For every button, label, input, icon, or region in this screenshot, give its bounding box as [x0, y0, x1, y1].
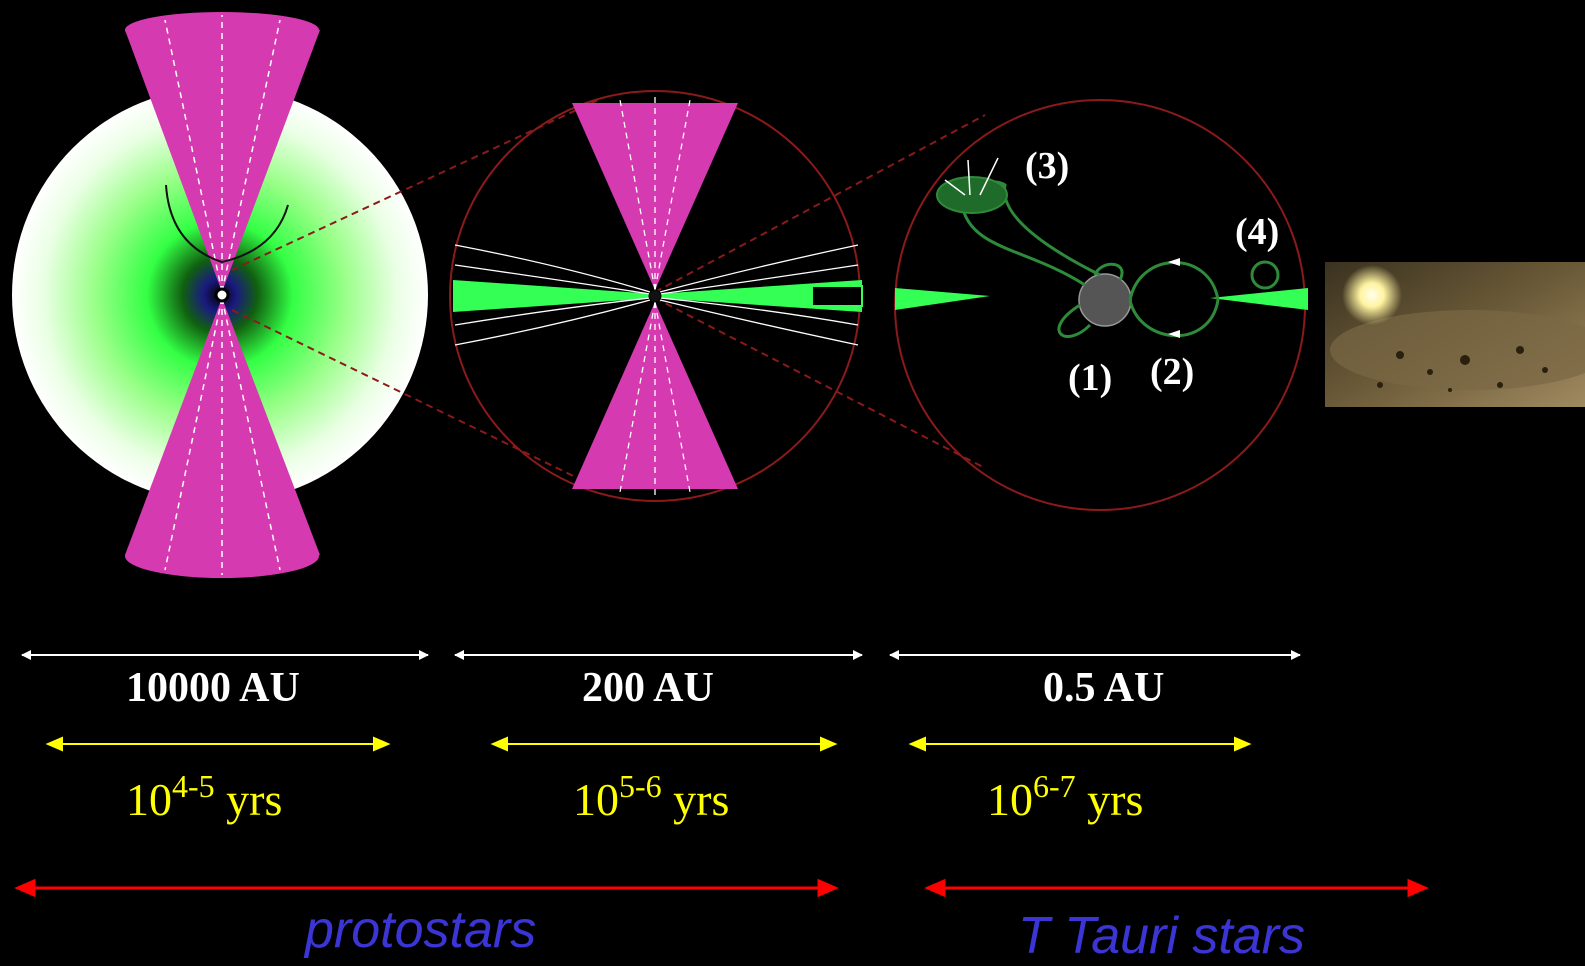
inner-disk-left: [895, 288, 990, 310]
protostar: [214, 287, 230, 303]
rotation-arrow: [165, 184, 289, 264]
star-core: [1078, 273, 1132, 327]
size-label-10000au: 10000 AU: [126, 665, 300, 711]
disk-panel: [449, 90, 863, 502]
size-label-0-5au: 0.5 AU: [1043, 665, 1165, 711]
time-label-1: 104-5 yrs: [126, 768, 283, 825]
stage-label-protostars: protostars: [305, 901, 537, 959]
stage-arrows: [14, 878, 1429, 898]
label-process-4: (4): [1235, 211, 1280, 253]
time-scale-arrows: [45, 736, 1252, 752]
debris-disk-image: [1325, 262, 1585, 407]
size-label-200au: 200 AU: [582, 665, 714, 711]
label-process-3: (3): [1025, 145, 1070, 187]
time-label-2: 105-6 yrs: [573, 768, 730, 825]
outflow-cone-top: [125, 30, 320, 292]
time-label-3: 106-7 yrs: [987, 768, 1144, 825]
flare-loop: [936, 176, 1008, 214]
inner-disk-right: [1210, 288, 1308, 310]
label-process-2: (2): [1150, 351, 1195, 393]
inner-disk-panel: [894, 99, 1308, 511]
label-process-1: (1): [1068, 357, 1113, 399]
outflow-cone-bottom: [125, 298, 320, 555]
envelope-panel: [12, 12, 428, 578]
stage-label-t-tauri: T Tauri stars: [1018, 907, 1306, 965]
central-star: [648, 289, 662, 303]
